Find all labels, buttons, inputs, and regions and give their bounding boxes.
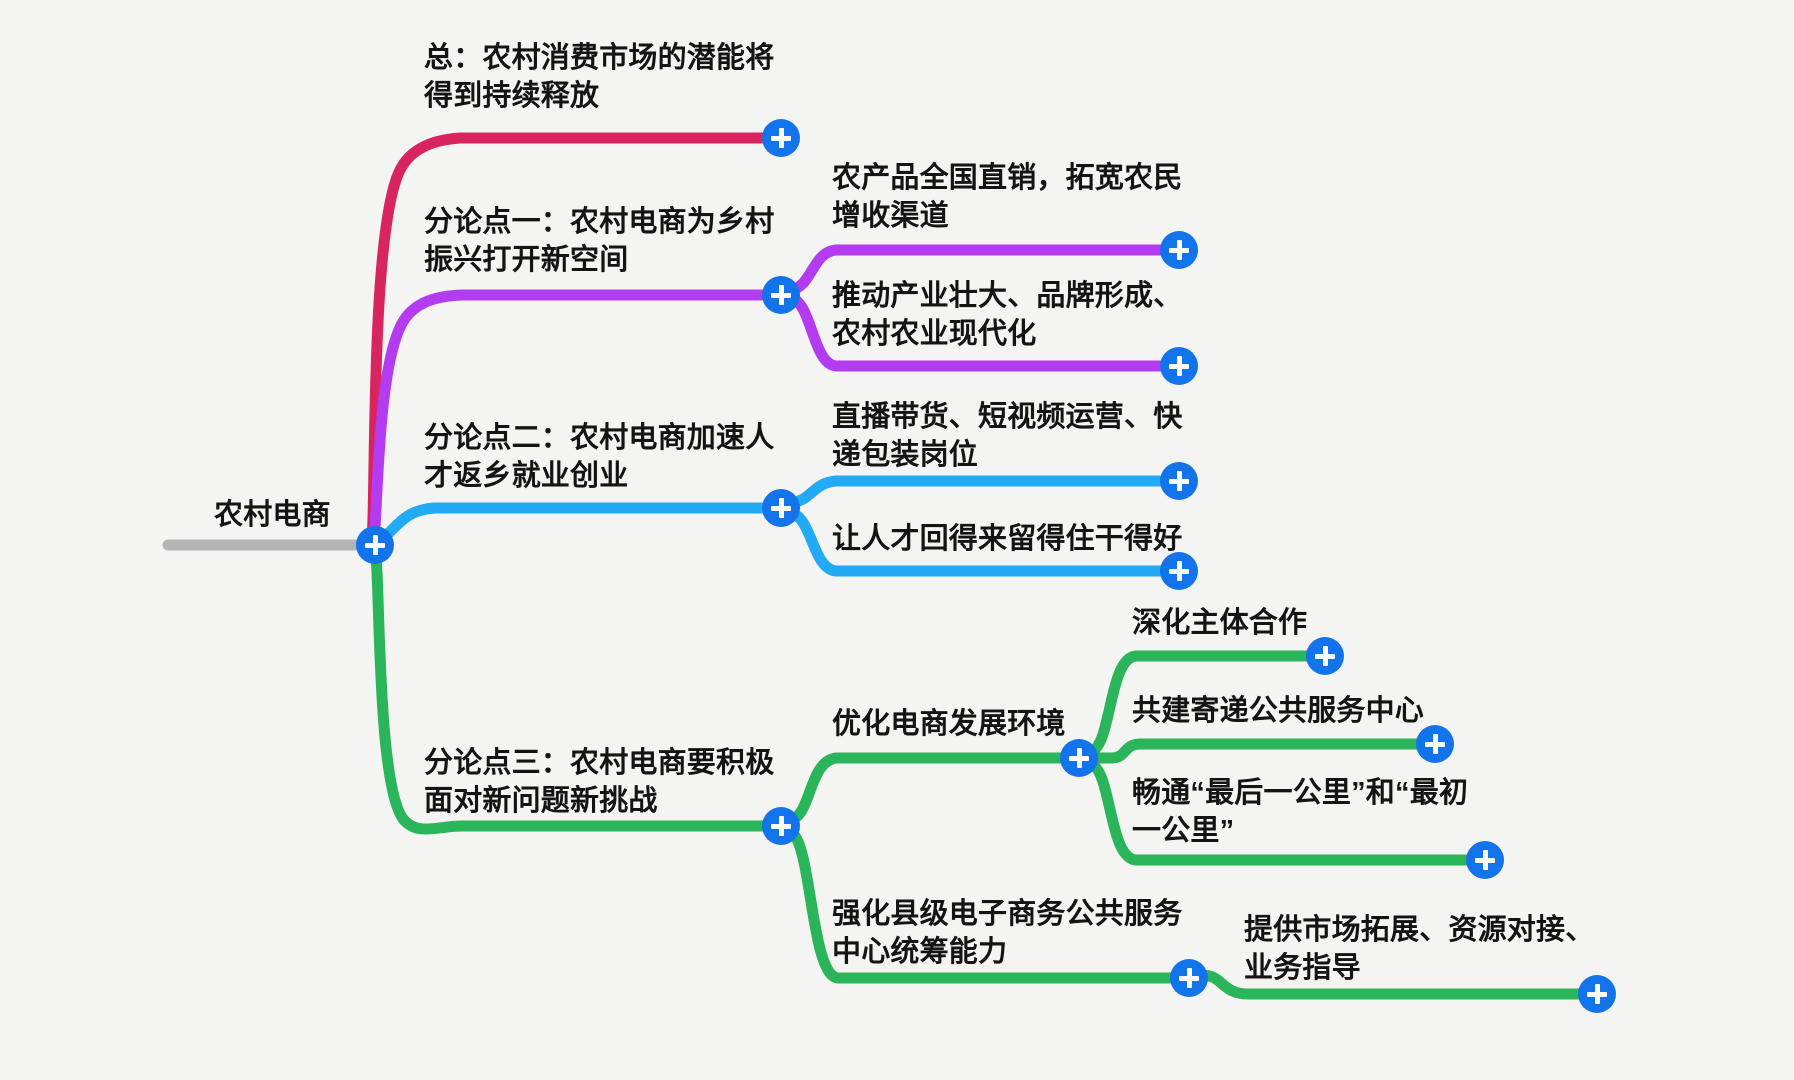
node-label-point-one-child-1: 农产品全国直销，拓宽农民 增收渠道 [832,162,1183,232]
expander-point-one-plus-icon[interactable] [762,276,800,314]
node-label-point-one-child-2: 推动产业壮大、品牌形成、 农村农业现代化 [832,280,1183,350]
expander-point-one-child-2-plus-icon[interactable] [1160,347,1198,385]
expander-root-plus-icon[interactable] [356,526,394,564]
expander-point-one-child-1-plus-icon[interactable] [1160,231,1198,269]
expander-point-two-plus-icon[interactable] [762,489,800,527]
connector-point-two [378,502,768,544]
node-label-point-two: 分论点二：农村电商加速人 才返乡就业创业 [424,422,775,492]
node-label-point-three-grand-3: 畅通“最后一公里”和“最初 一公里” [1132,777,1469,847]
expander-point-three-child-2-plus-icon[interactable] [1170,959,1208,997]
expander-point-three-grand-2-plus-icon[interactable] [1416,725,1454,763]
expander-point-two-child-2-plus-icon[interactable] [1160,552,1198,590]
node-label-point-three-child-1: 优化电商发展环境 [832,708,1066,740]
connector-point-three-child-1 [784,752,1068,826]
node-label-point-two-child-2: 让人才回得来留得住干得好 [832,523,1183,555]
node-label-point-three-grand-4: 提供市场拓展、资源对接、 业务指导 [1244,914,1595,984]
node-label-point-three-grand-2: 共建寄递公共服务中心 [1132,695,1425,727]
node-label-point-three: 分论点三：农村电商要积极 面对新问题新挑战 [424,747,775,817]
connector-point-three-grand-1 [1084,650,1314,758]
connector-point-three-grand-2 [1086,738,1424,764]
node-label-point-one: 分论点一：农村电商为乡村 振兴打开新空间 [424,206,775,276]
node-label-point-three-grand-1: 深化主体合作 [1132,607,1308,639]
node-label-summary: 总：农村消费市场的潜能将 得到持续释放 [424,42,775,112]
connector-point-three-child-2 [784,826,1178,984]
expander-point-three-grand-3-plus-icon[interactable] [1466,841,1504,879]
expander-point-three-grand-4-plus-icon[interactable] [1578,975,1616,1013]
connector-point-two-child-1 [784,475,1188,509]
node-label-point-two-child-1: 直播带货、短视频运营、快 递包装岗位 [832,401,1183,471]
expander-summary-plus-icon[interactable] [762,119,800,157]
expander-point-three-grand-1-plus-icon[interactable] [1306,637,1344,675]
node-label-root: 农村电商 [214,499,331,531]
connector-point-three [370,550,768,835]
expander-point-two-child-1-plus-icon[interactable] [1160,462,1198,500]
expander-point-three-child-1-plus-icon[interactable] [1060,739,1098,777]
node-label-point-three-child-2: 强化县级电子商务公共服务 中心统筹能力 [832,898,1183,968]
expander-point-three-plus-icon[interactable] [762,807,800,845]
connector-point-three-grand-3 [1084,758,1474,866]
connector-point-one [368,289,768,547]
